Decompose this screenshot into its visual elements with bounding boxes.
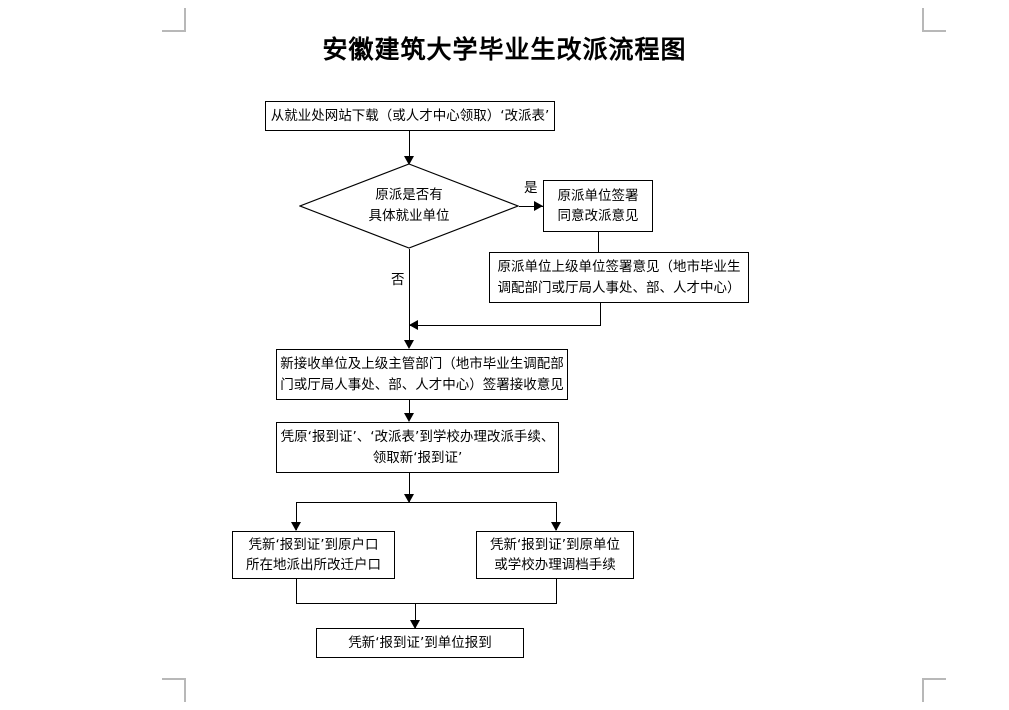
edge-yes-arrow	[534, 201, 543, 211]
edge-original-to-superior-line	[598, 232, 599, 252]
edge-no-arrow	[404, 340, 414, 349]
crop-mark-top-left	[162, 8, 186, 32]
diamond-shape-icon	[299, 163, 519, 249]
edge-yes-line	[519, 206, 543, 207]
page-title: 安徽建筑大学毕业生改派流程图	[322, 35, 687, 64]
edge-split-bar	[296, 502, 557, 503]
node-archive-transfer-line-1: 凭新‘报到证’到原单位	[489, 536, 621, 553]
node-superior-unit-sign: 原派单位上级单位签署意见（地市毕业生 调配部门或厅局人事处、部、人才中心）	[489, 252, 749, 303]
node-decision-line-2: 具体就业单位	[368, 208, 450, 224]
crop-mark-top-right	[922, 8, 946, 32]
node-original-unit-sign: 原派单位签署 同意改派意见	[543, 180, 653, 232]
edge-merge-bar	[296, 603, 557, 604]
node-school-process-line-2: 领取新‘报到证’	[372, 449, 463, 466]
edge-superior-to-trunk-arrow	[409, 320, 418, 330]
branch-label-yes: 是	[524, 180, 538, 196]
node-police-station-hukou: 凭新‘报到证’到原户口 所在地派出所改迁户口	[232, 531, 395, 579]
node-download-form: 从就业处网站下载（或人才中心领取）‘改派表’	[265, 101, 555, 131]
crop-mark-bottom-right	[922, 678, 946, 702]
node-archive-transfer-line-2: 或学校办理调档手续	[494, 557, 616, 573]
edge-receiving-to-school-arrow	[404, 413, 414, 422]
node-new-receiving-unit-line-1: 新接收单位及上级主管部门（地市毕业生调配部	[280, 356, 564, 373]
edge-split-right-arrow	[551, 522, 561, 531]
edge-superior-to-trunk-vline	[600, 303, 601, 325]
node-school-process-transfer: 凭原‘报到证’、‘改派表’到学校办理改派手续、 领取新‘报到证’	[276, 422, 559, 473]
node-new-receiving-unit-sign: 新接收单位及上级主管部门（地市毕业生调配部 门或厅局人事处、部、人才中心）签署接…	[276, 349, 568, 400]
branch-label-no: 否	[391, 272, 405, 288]
edge-receiving-to-school-line	[409, 400, 410, 419]
edge-no-line	[409, 249, 410, 345]
node-archive-transfer: 凭新‘报到证’到原单位 或学校办理调档手续	[476, 531, 634, 579]
edge-download-to-decision-line	[409, 131, 410, 158]
node-original-unit-sign-line-2: 同意改派意见	[557, 208, 639, 224]
node-police-station-line-2: 所在地派出所改迁户口	[246, 557, 381, 573]
node-decision-has-employer: 原派是否有 具体就业单位	[299, 163, 519, 249]
edge-superior-to-trunk-hline	[409, 325, 601, 326]
edge-download-to-decision-arrow	[404, 156, 414, 165]
edge-merge-stem-arrow	[410, 620, 420, 629]
crop-mark-bottom-left	[162, 678, 186, 702]
node-superior-unit-sign-line-2: 调配部门或厅局人事处、部、人才中心）	[497, 279, 741, 296]
edge-merge-right-drop	[556, 579, 557, 603]
node-report-to-unit: 凭新‘报到证’到单位报到	[316, 628, 524, 658]
node-superior-unit-sign-line-1: 原派单位上级单位签署意见（地市毕业生	[497, 259, 741, 276]
edge-split-stem	[409, 473, 410, 502]
edge-merge-stem	[415, 603, 416, 629]
node-police-station-line-1: 凭新‘报到证’到原户口	[248, 536, 379, 553]
node-school-process-line-1: 凭原‘报到证’、‘改派表’到学校办理改派手续、	[280, 429, 555, 446]
edge-split-left-arrow	[291, 522, 301, 531]
node-new-receiving-unit-line-2: 门或厅局人事处、部、人才中心）签署接收意见	[280, 376, 564, 393]
node-report-to-unit-line-1: 凭新‘报到证’到单位报到	[348, 634, 492, 651]
edge-merge-left-drop	[296, 579, 297, 603]
edge-split-left-drop	[296, 502, 297, 530]
node-decision-text: 原派是否有 具体就业单位	[299, 163, 519, 249]
node-decision-line-1: 原派是否有	[375, 187, 443, 204]
edge-split-stem-arrow	[404, 494, 414, 503]
node-original-unit-sign-line-1: 原派单位签署	[557, 187, 639, 204]
edge-split-right-drop	[556, 502, 557, 530]
node-download-form-line-1: 从就业处网站下载（或人才中心领取）‘改派表’	[270, 107, 550, 124]
